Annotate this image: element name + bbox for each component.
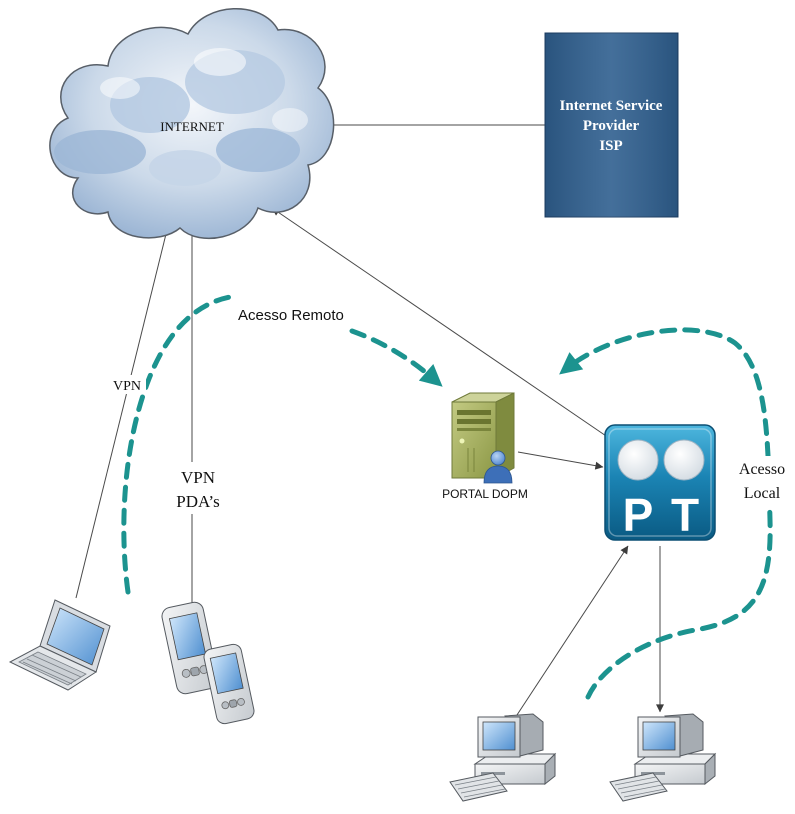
isp-label-line1: Internet Service [560,98,663,114]
local-access-label-group: Acesso Local [734,456,791,506]
link-server-pt [517,451,604,470]
isp-label-line3: ISP [599,138,622,154]
vpn-pda-label-line2: PDA’s [176,492,219,511]
link-pt-cloud [271,207,613,441]
vpn-laptop-label: VPN [113,379,141,394]
local-access-path [559,327,773,700]
internet-label: INTERNET [160,119,224,134]
remote-access-label: Acesso Remoto [238,307,344,324]
pt-logo-circle-right [663,439,705,481]
vpn-laptop-label-group: VPN [109,375,146,394]
isp-box: Internet Service Provider ISP [544,32,679,218]
pda-icon [203,643,255,725]
local-access-label-line2: Local [744,485,781,502]
server-icon [451,392,515,479]
isp-label-line2: Provider [583,118,640,134]
remote-access-arrow [349,328,443,387]
desktop-icon [449,713,556,802]
desktop-icon [609,713,716,802]
remote-access-path [121,294,233,595]
laptop-icon [8,599,111,691]
pt-logo-icon: P T [604,424,716,541]
pt-logo-letter-p: P [623,489,654,541]
pda-icon [161,601,219,695]
cloud-icon [49,8,335,240]
pt-logo-letter-t: T [671,489,699,541]
server-label: PORTAL DOPM [442,487,528,501]
vpn-pda-label-group: VPN PDA’s [176,462,223,514]
local-access-label-line1: Acesso [739,461,785,478]
link-desktop1-pt [514,545,629,719]
pt-logo-circle-left [617,439,659,481]
link-cloud-laptop [75,229,168,599]
user-icon [483,450,513,484]
vpn-pda-label-line1: VPN [181,468,215,487]
